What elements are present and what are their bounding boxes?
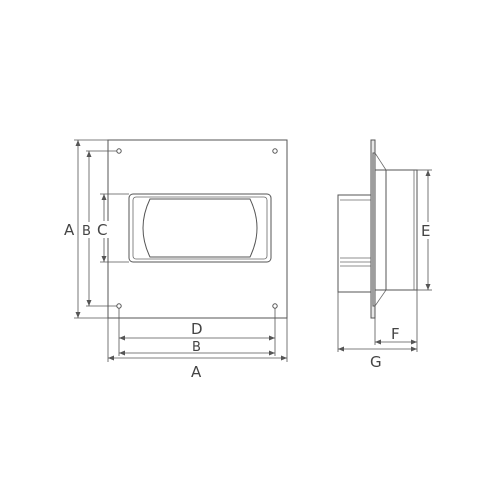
duct-opening-outer (128, 193, 272, 263)
front-spigot (385, 169, 418, 291)
dimension-c-vertical-label: C (97, 221, 107, 239)
dimension-g-horizontal-label: G (370, 353, 382, 371)
dimension-a-horizontal-label: A (191, 363, 202, 381)
duct-opening-inner (132, 196, 268, 260)
wall-plate (107, 139, 288, 319)
dimension-a-vertical-label: A (64, 221, 75, 239)
dimension-f-horizontal-label: F (391, 325, 400, 343)
dimension-g-horizontal (337, 292, 418, 352)
dimension-b-horizontal (118, 342, 276, 356)
mounting-hole-top-left (116, 148, 122, 154)
mounting-hole-bottom-left (116, 303, 122, 309)
dimension-b-horizontal-label: B (192, 340, 201, 355)
dimension-a-horizontal (107, 318, 288, 362)
dimension-d-horizontal (118, 308, 276, 342)
front-view: A B C D (62, 139, 288, 381)
dimension-d-horizontal-label: D (191, 320, 203, 338)
dimension-e-vertical-label: E (421, 222, 430, 240)
mounting-hole-bottom-right (272, 303, 278, 309)
dimension-f-horizontal (374, 290, 418, 345)
side-view: E F G (337, 139, 434, 371)
dimension-b-vertical-label: B (82, 224, 91, 239)
dimension-a-vertical (74, 139, 108, 319)
mounting-hole-top-right (272, 148, 278, 154)
rear-spigot (337, 194, 374, 293)
duct-spigot-profile (142, 198, 258, 258)
